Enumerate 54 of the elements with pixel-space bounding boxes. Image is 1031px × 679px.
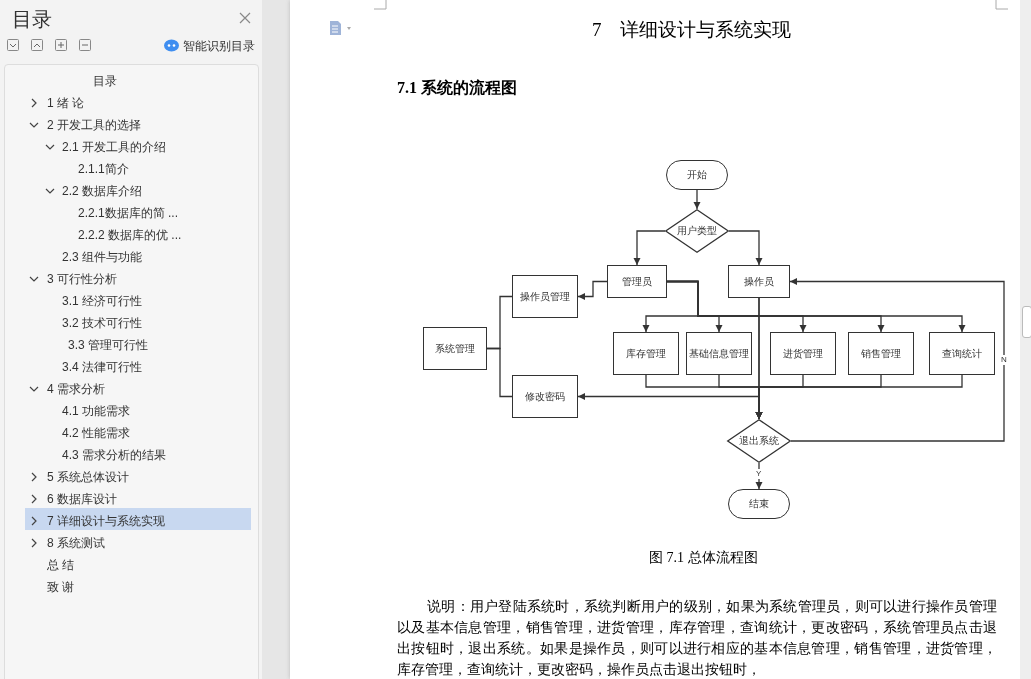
section-heading: 7.1 系统的流程图 [397, 78, 517, 98]
toc-entry: 3.2 技术可行性 [62, 315, 142, 331]
toc-entry: 2 开发工具的选择 [47, 117, 141, 133]
toc-entry: 总 结 [47, 557, 75, 573]
sidebar-title: 目录 [12, 7, 52, 32]
figure-caption: 图 7.1 总体流程图 [649, 549, 758, 567]
toc-entry: 6 数据库设计 [47, 491, 117, 507]
arrow [728, 230, 763, 266]
edge-label: Y [755, 469, 763, 479]
toc-entry: 2.3 组件与功能 [62, 249, 142, 265]
process-box: 销售管理 [848, 332, 914, 375]
toc-entry: 4.3 需求分析的结果 [62, 447, 166, 463]
toc-heading: 目录 [93, 73, 117, 89]
arrow [577, 280, 608, 300]
arrow [755, 374, 963, 420]
process-box: 库存管理 [613, 332, 679, 375]
toc-entry: 4 需求分析 [47, 381, 105, 397]
process-box: 操作员 [728, 265, 790, 298]
decision-diamond: 退出系统 [727, 419, 791, 463]
toc-entry: 3.3 管理可行性 [68, 337, 148, 353]
process-box: 管理员 [607, 265, 667, 298]
process-box: 系统管理 [423, 327, 487, 370]
arrow [666, 280, 966, 333]
toc-entry: 2.2 数据库介绍 [62, 183, 142, 199]
toc-entry: 2.1.1简介 [78, 161, 129, 177]
process-box: 进货管理 [770, 332, 836, 375]
arrow [789, 278, 1005, 442]
toc-entry: 5 系统总体设计 [47, 469, 129, 485]
toc-entry: 8 系统测试 [47, 535, 105, 551]
process-box: 基础信息管理 [686, 332, 752, 375]
process-box: 操作员管理 [512, 275, 578, 318]
toc-entry: 3.4 法律可行性 [62, 359, 142, 375]
process-box: 查询统计 [929, 332, 995, 375]
toc-entry: 2.2.2 数据库的优 ... [78, 227, 182, 243]
toc-entry: 2.1 开发工具的介绍 [62, 139, 166, 155]
toc-entry: 致 谢 [47, 579, 75, 595]
chapter-heading: 7 详细设计与系统实现 [592, 18, 792, 42]
toc-entry: 1 绪 论 [47, 95, 85, 111]
toc-entry: 3 可行性分析 [47, 271, 117, 287]
decision-diamond: 用户类型 [665, 209, 729, 253]
toc-entry: 7 详细设计与系统实现 [47, 513, 165, 529]
toc-entry: 4.2 性能需求 [62, 425, 130, 441]
toc-entry: 3.1 经济可行性 [62, 293, 142, 309]
terminal-box: 开始 [666, 160, 728, 190]
arrow [693, 189, 701, 210]
terminal-box: 结束 [728, 489, 790, 519]
process-box: 修改密码 [512, 375, 578, 418]
toc-entry: 4.1 功能需求 [62, 403, 130, 419]
arrow [577, 297, 760, 400]
toc-entry: 2.2.1数据库的简 ... [78, 205, 179, 221]
smart-toc-link: 智能识别目录 [183, 38, 255, 54]
arrow [633, 230, 666, 266]
edge-label: N [1000, 355, 1008, 365]
body-paragraph: 说明：用户登陆系统时，系统判断用户的级别，如果为系统管理员，则可以进行操作员管理以及基本信息管理，销售管理，进货管理，库存管理，查询统计，更改密码，系统管理员点击退出按钮时，退出系统。如果是操作员，则可以进行相应的基本信息管理，销售管理，进货管理，库存管理，查询统计，更改密码，操作员点击退出按钮时， [397, 598, 997, 679]
